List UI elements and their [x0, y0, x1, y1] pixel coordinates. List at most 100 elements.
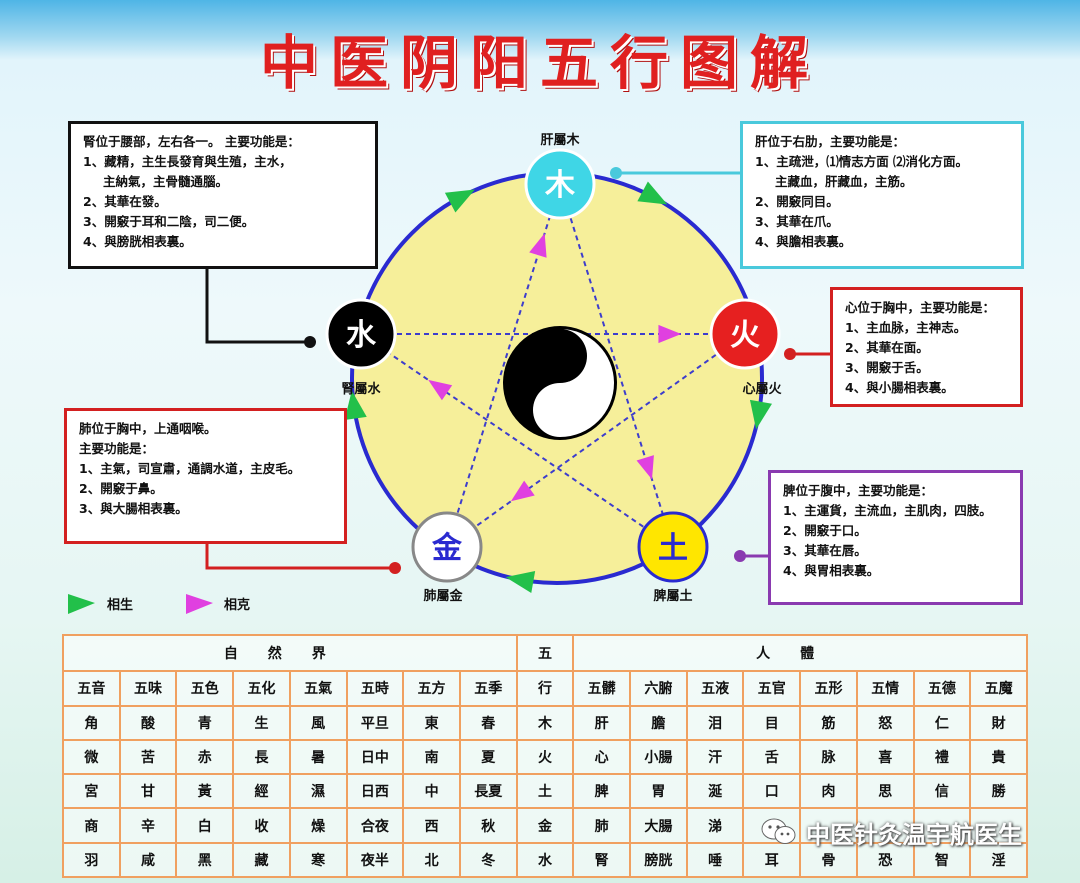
- legend-sheng-label: 相生: [107, 597, 133, 613]
- table-header-cell: 五色: [175, 670, 235, 707]
- table-cell: 日中: [345, 738, 405, 776]
- table-cell: 辛: [118, 807, 178, 844]
- info-line: 1、藏精，主生長發育與生殖，主水，: [83, 154, 292, 169]
- watermark: 中医针灸温宇航医生: [760, 812, 1060, 852]
- table-cell: 夜半: [345, 841, 405, 879]
- table-header-cell: 五液: [685, 670, 745, 707]
- table-cell: [969, 807, 1028, 844]
- table-cell: 夏: [458, 738, 518, 776]
- table-header-cell: 五髒: [572, 670, 632, 707]
- node-water: 水 腎屬水: [325, 298, 397, 397]
- node-metal-char: 金: [431, 531, 463, 566]
- table-cell: 筋: [799, 704, 858, 741]
- table-cell: 耳: [742, 841, 802, 879]
- table-cell-element: 水: [515, 841, 575, 879]
- info-line: 2、開竅于口。: [783, 523, 867, 538]
- legend-ke-label: 相克: [224, 597, 250, 613]
- node-earth-label: 脾屬土: [653, 588, 692, 604]
- node-fire-char: 火: [730, 318, 760, 353]
- table-cell: 平旦: [345, 704, 405, 741]
- connector-kidney-dot: [304, 336, 316, 348]
- legend: 相生 相克: [68, 594, 250, 614]
- info-line: 3、與大腸相表裏。: [79, 501, 188, 516]
- table-cell: 膽: [629, 704, 688, 741]
- table-cell: 長夏: [458, 773, 518, 810]
- table-row: 羽咸黑藏寒夜半北冬水腎膀胱唾耳骨恐智淫: [62, 841, 1028, 879]
- info-line: 1、主疏泄，⑴情志方面 ⑵消化方面。: [755, 154, 969, 169]
- watermark-text: 中医针灸温宇航医生: [806, 820, 1022, 849]
- table-cell: 禮: [912, 738, 972, 776]
- group-element: 五: [515, 633, 575, 673]
- table-cell: [799, 807, 858, 844]
- table-cell: 冬: [458, 841, 518, 879]
- node-fire: 火 心屬火: [709, 298, 782, 397]
- table-cell: 貴: [969, 738, 1028, 776]
- table-cell: 微: [62, 738, 121, 776]
- node-wood-label: 肝屬木: [540, 132, 580, 148]
- node-water-char: 水: [346, 318, 377, 353]
- ke-arrow-fire-metal: [510, 480, 535, 502]
- info-box-lung: 肺位于胸中，上通咽喉。主要功能是：1、主氣，司宣肅，通調水道，主皮毛。2、開竅于…: [64, 408, 347, 544]
- sheng-arrow-wood-to-fire: [637, 181, 668, 205]
- table-row: 角酸青生風平旦東春木肝膽泪目筋怒仁財: [62, 704, 1028, 741]
- correspondence-table: 自然界 五 人體 五音五味五色五化五氣五時五方五季行五髒六腑五液五官五形五情五德…: [62, 633, 1028, 879]
- table-cell: 骨: [799, 841, 858, 879]
- node-metal-label: 肺屬金: [423, 588, 463, 604]
- info-box-spleen: 脾位于腹中，主要功能是：1、主運貨，主流血，主肌肉，四肢。2、開竅于口。3、其華…: [768, 470, 1023, 605]
- table-cell: 收: [232, 807, 291, 844]
- table-cell: 唾: [685, 841, 745, 879]
- table-cell: 赤: [175, 738, 235, 776]
- sheng-arrow-earth-to-metal: [505, 570, 536, 593]
- node-fire-label: 心屬火: [742, 382, 782, 397]
- table-cell: 藏: [232, 841, 291, 879]
- table-cell: 寒: [288, 841, 348, 879]
- table-cell: 燥: [288, 807, 348, 844]
- info-line: 3、其華在唇。: [783, 543, 867, 558]
- table-cell: 脾: [572, 773, 632, 810]
- star-line-fire-metal: [446, 333, 746, 548]
- sheng-arrow-metal-to-water: [344, 390, 367, 420]
- info-line: 主要功能是：: [79, 441, 155, 456]
- table-cell: 甘: [118, 773, 178, 810]
- table-header-cell: 六腑: [629, 670, 688, 707]
- info-line: 主藏血，肝藏血，主筋。: [775, 174, 913, 189]
- table-cell: 肝: [572, 704, 632, 741]
- table-cell: 脉: [799, 738, 858, 776]
- table-cell: 思: [855, 773, 915, 810]
- table-header-cell: 五音: [62, 670, 121, 707]
- table-cell: [855, 807, 915, 844]
- table-cell: 淫: [969, 841, 1028, 879]
- table-cell: 長: [232, 738, 291, 776]
- table-cell: 春: [458, 704, 518, 741]
- connector-kidney: [205, 269, 310, 344]
- top-sky-band: [0, 0, 1080, 60]
- star-line-wood-earth: [559, 183, 674, 548]
- table-row: 宮甘黃經濕日西中長夏土脾胃涎口肉思信勝: [62, 773, 1028, 810]
- info-line: 3、開竅于耳和二陰，司二便。: [83, 214, 255, 229]
- info-line: 1、主血脉，主神志。: [845, 320, 967, 335]
- info-line: 1、主氣，司宣肅，通調水道，主皮毛。: [79, 461, 301, 476]
- wechat-icon: [760, 817, 798, 847]
- table-cell: 目: [742, 704, 802, 741]
- table-cell: 心: [572, 738, 632, 776]
- node-earth-char: 土: [658, 531, 688, 566]
- table-cell: 舌: [742, 738, 802, 776]
- table-cell: 怒: [855, 704, 915, 741]
- table-row: 商辛白收燥合夜西秋金肺大腸涕: [62, 807, 1028, 844]
- info-line: 2、開竅于鼻。: [79, 481, 163, 496]
- ke-arrow-wood-earth: [636, 455, 654, 480]
- info-box-heart: 心位于胸中，主要功能是：1、主血脉，主神志。2、其華在面。3、開竅于舌。4、與小…: [830, 287, 1023, 407]
- info-line: 脾位于腹中，主要功能是：: [783, 483, 934, 498]
- table-cell: 羽: [62, 841, 121, 879]
- table-cell: 大腸: [629, 807, 688, 844]
- info-line: 3、開竅于舌。: [845, 360, 929, 375]
- table-cell: 暑: [288, 738, 348, 776]
- table-cell: 商: [62, 807, 121, 844]
- table-cell-element: 金: [515, 807, 575, 844]
- table-cell: 黃: [175, 773, 235, 810]
- table-cell: 勝: [969, 773, 1028, 810]
- table-header-cell: 五時: [345, 670, 405, 707]
- table-header-cell: 五氣: [288, 670, 348, 707]
- table-cell: 中: [402, 773, 461, 810]
